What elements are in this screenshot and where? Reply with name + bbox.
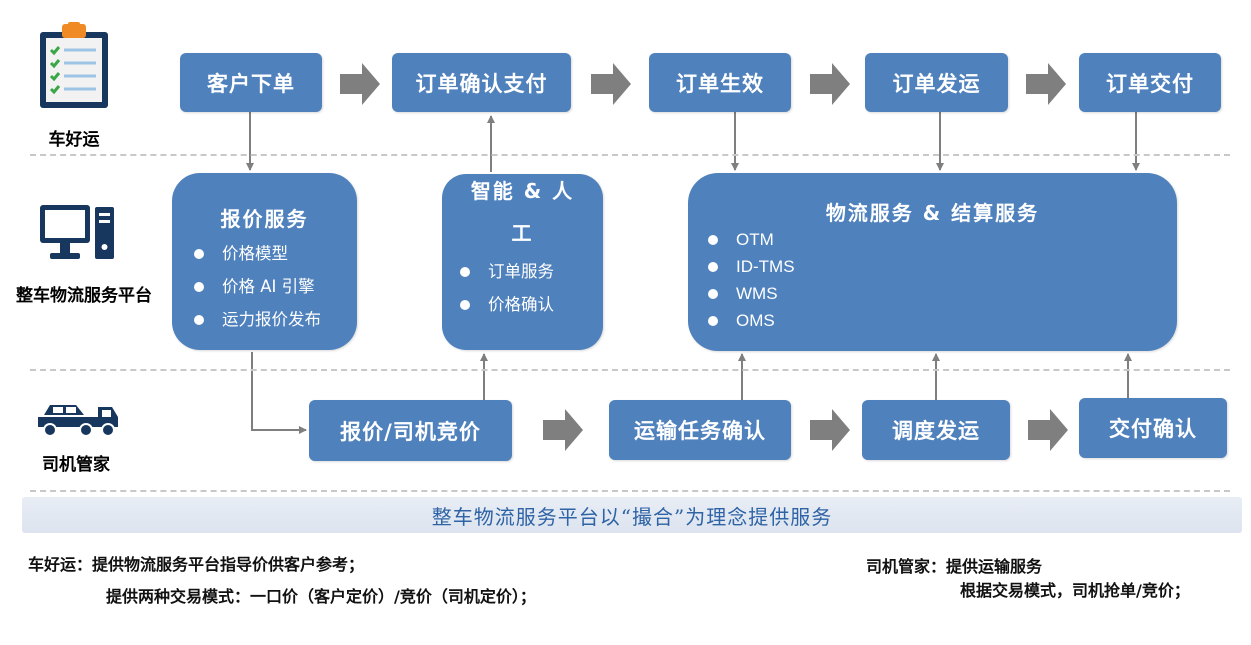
smart-list: 订单服务 价格确认 [460,255,554,321]
note-driver-line2: 根据交易模式，司机抢单/竞价； [960,581,1190,600]
note-customer-line2: 提供两种交易模式：一口价（客户定价）/竞价（司机定价）； [106,587,536,606]
note-customer-line1: 车好运：提供物流服务平台指导价供客户参考； [28,555,365,574]
list-item: 订单服务 [460,255,554,288]
panel-title: 物流服务 & 结算服务 [825,201,1040,225]
tow-truck-icon [36,395,120,439]
step-dispatch: 调度发运 [862,400,1010,460]
role-label-customer: 车好运 [48,130,100,150]
list-item: ID-TMS [708,253,795,280]
panel-title-line2: 工 [511,221,534,245]
step-bidding: 报价/司机竞价 [309,400,512,461]
flow-arrow-icon [591,63,631,105]
panel-logistics-settlement: 物流服务 & 结算服务 OTM ID-TMS WMS OMS [688,173,1177,351]
step-order-payment: 订单确认支付 [392,53,571,112]
list-item: 价格 AI 引擎 [194,270,321,303]
logistics-list: OTM ID-TMS WMS OMS [708,226,795,334]
step-delivery-confirm: 交付确认 [1079,398,1227,458]
flow-arrow-icon [1028,409,1068,451]
flow-arrow-icon [543,409,583,451]
list-item: 运力报价发布 [194,303,321,336]
note-driver-line1: 司机管家：提供运输服务 [866,557,1043,576]
divider-middle [30,369,1230,371]
panel-pricing-service: 报价服务 价格模型 价格 AI 引擎 运力报价发布 [172,173,357,350]
list-item: OMS [708,307,795,334]
panel-title: 报价服务 [220,207,309,231]
step-order-effective: 订单生效 [649,53,791,112]
step-order-shipping: 订单发运 [865,53,1008,112]
flow-arrow-icon [810,409,850,451]
connector-pricing-to-bidding [251,352,307,434]
divider-bottom [30,490,1230,492]
panel-smart-manual: 智能 & 人 工 订单服务 价格确认 [442,174,603,350]
computer-icon [38,203,118,263]
pricing-list: 价格模型 价格 AI 引擎 运力报价发布 [194,237,321,336]
role-label-platform: 整车物流服务平台 [16,286,152,306]
step-customer-order: 客户下单 [180,53,322,112]
flow-arrow-icon [810,63,850,105]
summary-banner: 整车物流服务平台以“撮合”为理念提供服务 [22,497,1242,533]
clipboard-icon [38,22,110,110]
panel-title-line1: 智能 & 人 [470,179,575,203]
step-task-confirm: 运输任务确认 [609,400,791,460]
flow-arrow-icon [340,63,380,105]
role-label-driver: 司机管家 [42,455,110,475]
divider-top [30,154,1230,156]
list-item: 价格确认 [460,288,554,321]
list-item: WMS [708,280,795,307]
flow-arrow-icon [1026,63,1066,105]
step-order-delivery: 订单交付 [1079,53,1221,112]
list-item: 价格模型 [194,237,321,270]
list-item: OTM [708,226,795,253]
